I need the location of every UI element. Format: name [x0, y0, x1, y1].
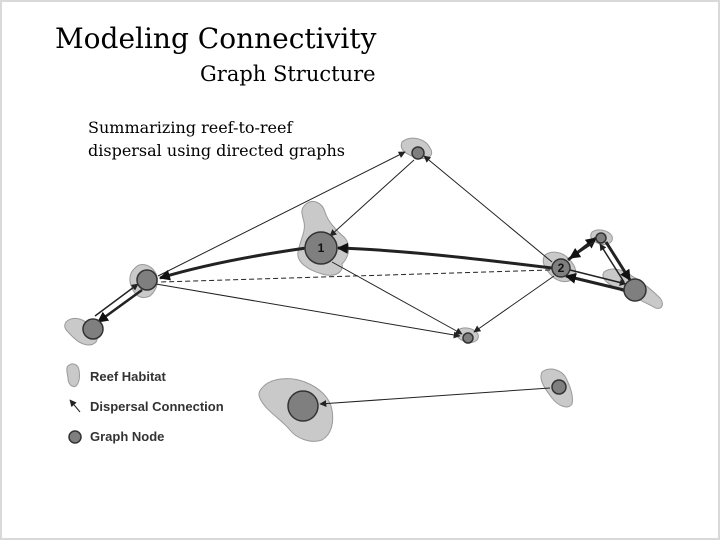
legend-graph-node-label: Graph Node	[90, 429, 164, 444]
graph-node-bottom-mid	[462, 332, 474, 344]
edge-node-2-to-top	[423, 155, 553, 263]
graph-node-1	[304, 231, 338, 265]
edge-node-2-to-bottom-mid	[473, 275, 555, 333]
edge-upper-right-to-right	[604, 241, 632, 281]
edge-node-2-to-left-dashed	[159, 269, 551, 283]
slide-subtitle: Graph Structure	[200, 62, 376, 86]
edge-node-2-to-right	[569, 269, 627, 286]
edge-top-to-node-1	[329, 159, 415, 237]
edge-node-2-to-node-1	[336, 242, 553, 270]
graph-node-far-left	[82, 318, 104, 340]
graph-node-right	[623, 278, 647, 302]
edge-node-1-to-left	[158, 246, 307, 281]
graph-node-2	[551, 258, 571, 278]
edge-legend-sample	[69, 399, 81, 413]
graph-node-top	[411, 146, 425, 160]
graph-node-upper-right	[595, 232, 607, 244]
edge-far-left-to-left	[94, 283, 139, 317]
graph-node-bottom-right	[551, 379, 567, 395]
edge-left-to-bottom-mid	[155, 283, 461, 339]
legend-dispersal-connection-label: Dispersal Connection	[90, 399, 224, 414]
graph-node-left	[136, 269, 158, 291]
edge-upper-right-to-node-2	[569, 241, 595, 259]
edge-right-to-node-2	[564, 272, 625, 292]
node-2-label: 2	[558, 261, 565, 275]
slide-description: Summarizing reef-to-reef dispersal using…	[88, 118, 345, 160]
edge-bottom-right-to-bottom-large	[319, 387, 551, 408]
slide-title: Modeling Connectivity	[55, 22, 377, 55]
graph-node-bottom-large	[287, 390, 319, 422]
legend-reef-swatch	[66, 363, 81, 387]
legend: Reef Habitat Dispersal Connection Graph …	[90, 369, 224, 444]
edge-left-to-far-left	[97, 288, 143, 324]
legend-node-swatch	[68, 430, 82, 444]
edge-node-1-to-bottom-mid	[331, 261, 463, 335]
legend-reef-habitat-label: Reef Habitat	[90, 369, 167, 384]
edge-right-to-upper-right	[599, 243, 625, 283]
edge-left-to-top	[157, 151, 406, 277]
node-1-label: 1	[318, 241, 325, 255]
